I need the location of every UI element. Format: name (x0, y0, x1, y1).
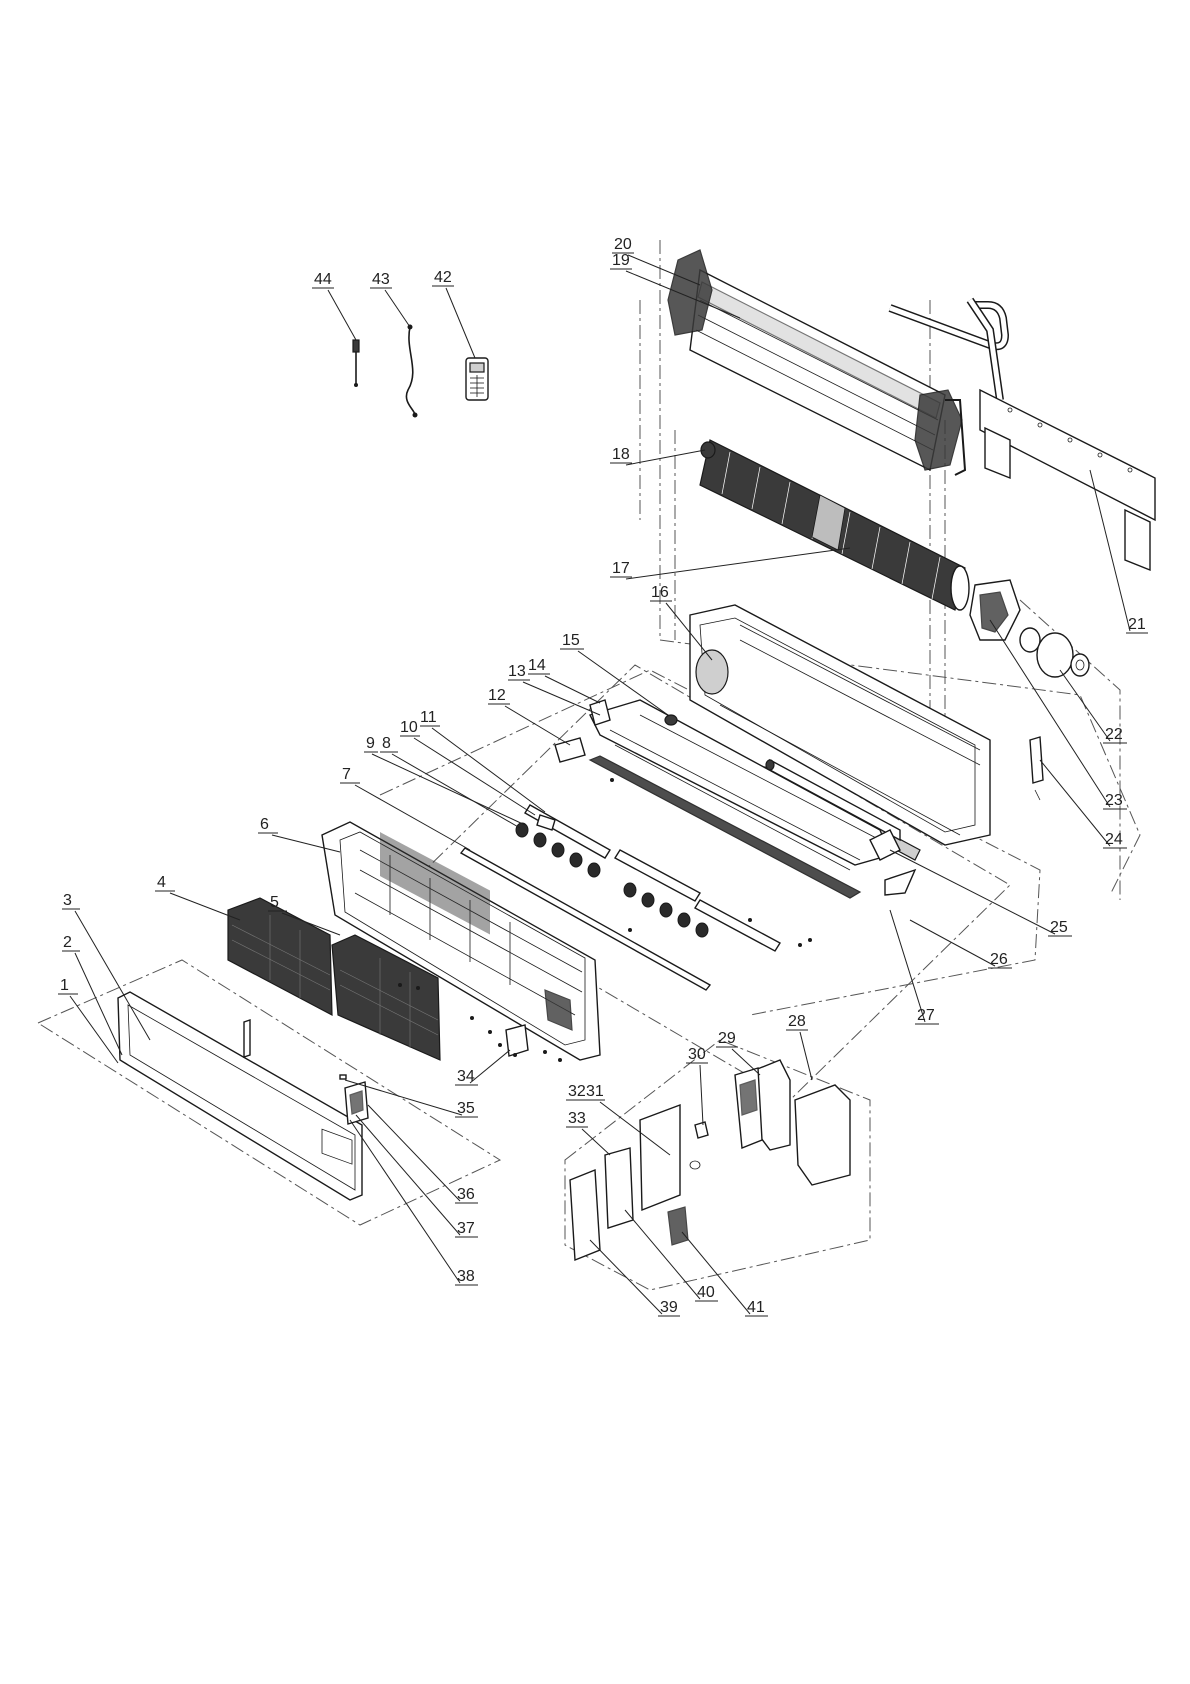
callout-21: 21 (1128, 616, 1146, 633)
callout-8: 8 (382, 735, 391, 752)
temperature-sensor (353, 340, 359, 387)
callout-35: 35 (457, 1100, 475, 1117)
callout-40: 40 (697, 1284, 715, 1301)
callout-19: 19 (612, 252, 630, 269)
electrical-cover-small (506, 1025, 528, 1056)
callout-36: 36 (457, 1186, 475, 1203)
connecting-cable (406, 325, 417, 418)
callout-13: 13 (508, 663, 526, 680)
callout-25: 25 (1050, 919, 1068, 936)
callout-44: 44 (314, 271, 332, 288)
callout-39: 39 (660, 1299, 678, 1316)
callout-2: 2 (63, 934, 72, 951)
callout-23: 23 (1105, 792, 1123, 809)
fan-motor-assembly (970, 580, 1089, 677)
callout-10: 10 (400, 719, 418, 736)
mounting-plate (980, 390, 1155, 570)
callout-30: 30 (688, 1046, 706, 1063)
swing-motor (870, 830, 915, 895)
callout-22: 22 (1105, 726, 1123, 743)
callout-18: 18 (612, 446, 630, 463)
callout-28: 28 (788, 1013, 806, 1030)
callout-12: 12 (488, 687, 506, 704)
callout-34: 34 (457, 1068, 475, 1085)
callout-3: 3 (63, 892, 72, 909)
callout-11: 11 (420, 709, 437, 726)
callout-31: 31 (586, 1083, 604, 1100)
callout-20: 20 (614, 236, 632, 253)
callout-42: 42 (434, 269, 452, 286)
callout-5: 5 (270, 894, 279, 911)
callout-7: 7 (342, 766, 351, 783)
callout-15: 15 (562, 632, 580, 649)
callout-26: 26 (990, 951, 1008, 968)
callout-41: 41 (747, 1299, 765, 1316)
callout-43: 43 (372, 271, 390, 288)
callout-4: 4 (157, 874, 166, 891)
callout-33: 33 (568, 1110, 586, 1127)
callout-1: 1 (60, 977, 69, 994)
callout-37: 37 (457, 1220, 475, 1237)
callout-9: 9 (366, 735, 375, 752)
callout-17: 17 (612, 560, 630, 577)
callout-14: 14 (528, 657, 546, 674)
electrical-control-box (570, 1060, 850, 1260)
callout-24: 24 (1105, 831, 1123, 848)
remote-controller (466, 358, 488, 400)
display-bracket (1030, 737, 1043, 800)
callout-6: 6 (260, 816, 269, 833)
vertical-louvers (516, 805, 780, 951)
callout-32: 32 (568, 1083, 586, 1100)
callout-16: 16 (651, 584, 669, 601)
callout-27: 27 (917, 1007, 935, 1024)
callout-29: 29 (718, 1030, 736, 1047)
callout-38: 38 (457, 1268, 475, 1285)
